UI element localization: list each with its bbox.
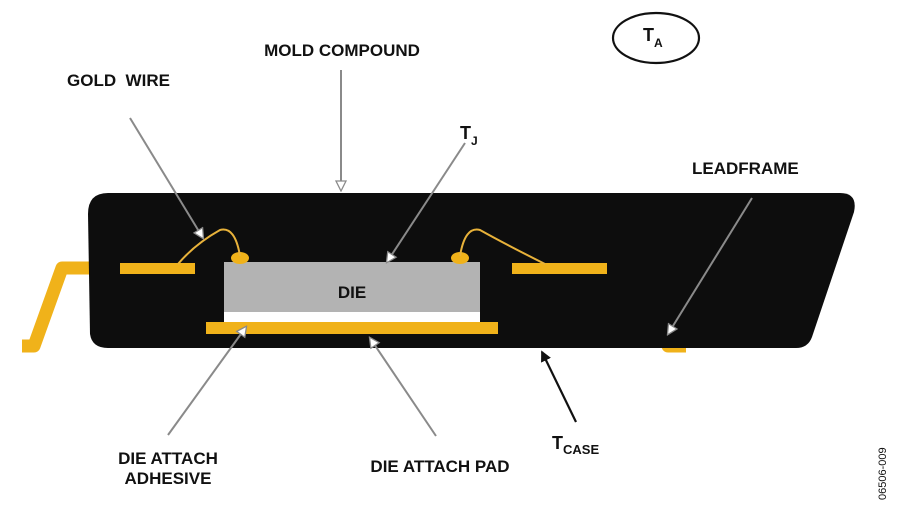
ta-label-sub: A [654, 36, 663, 50]
gold-wire-label: GOLD WIRE [67, 71, 170, 90]
ta-label: TA [643, 25, 663, 50]
die-attach-pad-label: DIE ATTACH PAD [370, 457, 509, 476]
die-label: DIE [338, 283, 366, 302]
die [224, 262, 480, 312]
arrow-tj [387, 142, 466, 262]
mold-compound-label: MOLD COMPOUND [264, 41, 420, 60]
die-attach-adhesive-label-line2: ADHESIVE [125, 469, 212, 488]
tcase-label-sub: CASE [563, 442, 599, 457]
leadframe-label: LEADFRAME [692, 159, 799, 178]
tj-label-main: T [460, 123, 471, 143]
ta-ellipse [611, 11, 701, 65]
tj-label-sub: J [471, 134, 478, 148]
gold-wire-left [177, 228, 241, 265]
tj-label: TJ [460, 123, 478, 148]
gold-wire-right [459, 228, 546, 265]
ta-label-main: T [643, 25, 654, 45]
leadframe-right-finger [512, 263, 607, 274]
bond-pad-left [231, 252, 249, 264]
die-attach-pad [206, 322, 498, 334]
die-attach-adhesive-label-line1: DIE ATTACH [118, 449, 218, 468]
arrow-tcase [541, 350, 577, 423]
arrow-gold-wire [129, 117, 203, 238]
bond-pad-right [451, 252, 469, 264]
arrow-leadframe [668, 197, 753, 334]
figure-id: 06506-009 [877, 447, 889, 500]
arrow-die-attach-adhesive [167, 327, 246, 436]
tcase-label: TCASE [552, 433, 599, 457]
leadframe-left-finger [120, 263, 195, 274]
tcase-label-main: T [552, 433, 563, 453]
arrow-die-attach-pad [370, 338, 437, 437]
die-attach-adhesive [224, 312, 480, 322]
